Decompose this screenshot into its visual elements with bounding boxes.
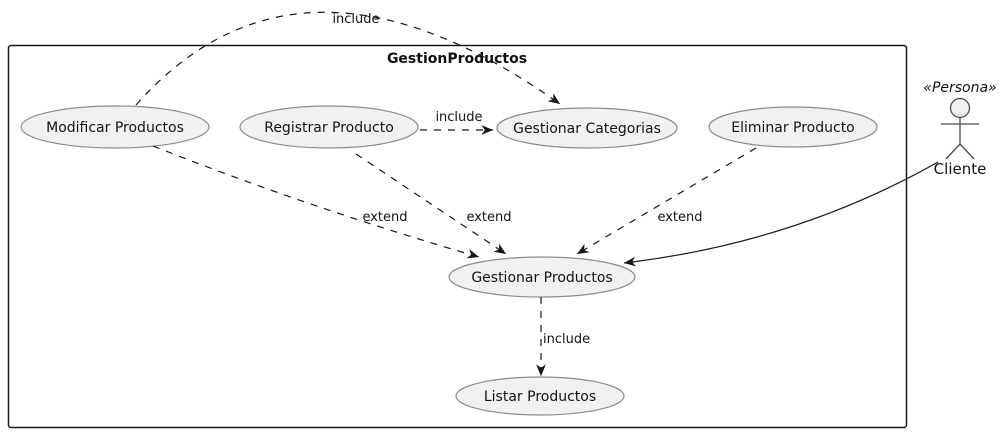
usecase-ellipse [708,106,878,148]
usecase-gestionar-categorias: Gestionar Categorias [496,107,678,149]
extend-edge-eliminar-to-gestionar [576,147,757,255]
usecase-ellipse [20,105,210,149]
usecase-label: Modificar Productos [46,120,184,136]
usecase-label: Eliminar Producto [731,120,855,136]
usecase-eliminar-producto: Eliminar Producto [708,106,878,148]
extend-edge-registrar-to-gestionar [355,153,507,255]
usecase-label: Gestionar Productos [471,270,612,286]
edge-label-include: include [435,110,482,125]
stick-figure-icon [941,97,979,160]
edge-label-extend: extend [466,210,511,225]
usecase-modificar-productos: Modificar Productos [20,105,210,149]
usecase-registrar-producto: Registrar Producto [239,105,419,149]
actor-cliente: «Persona» Cliente [923,80,996,178]
edge-label-include: include [543,332,590,347]
usecase-label: Registrar Producto [264,120,394,136]
usecase-ellipse [448,256,636,298]
system-boundary-frame [7,44,908,429]
actor-name: Cliente [934,160,987,178]
include-edge-modificar-to-categorias [135,11,561,106]
frame-title: GestionProductos [387,51,527,67]
edge-label-include: include [332,12,379,27]
edge-label-extend: extend [362,210,407,225]
extend-edge-modificar-to-gestionar [152,145,480,259]
usecase-ellipse [239,105,419,149]
usecase-ellipse [455,376,625,416]
usecase-label: Gestionar Categorias [513,121,661,137]
actor-left-leg-icon [945,143,961,160]
usecase-ellipse [496,107,678,149]
usecase-label: Listar Productos [484,389,596,405]
actor-stereotype: «Persona» [923,80,996,96]
usecase-gestionar-productos: Gestionar Productos [448,256,636,298]
association-edge-cliente-to-gestionar [623,161,939,267]
actor-head-icon [949,97,971,119]
edge-label-extend: extend [657,210,702,225]
actor-right-leg-icon [959,143,975,160]
usecase-listar-productos: Listar Productos [455,376,625,416]
